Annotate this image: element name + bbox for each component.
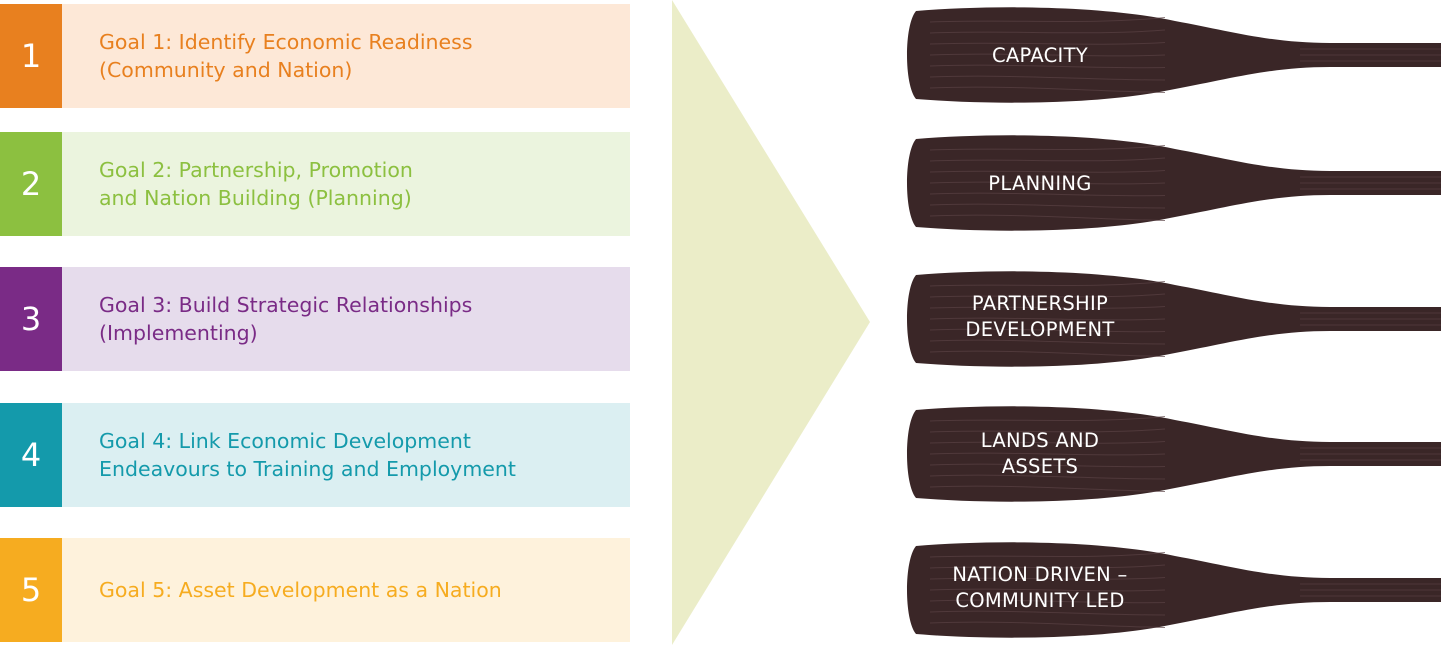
- paddle-grain: [929, 621, 1166, 628]
- paddle-shape: [907, 271, 1441, 367]
- paddle-grain: [929, 170, 1166, 173]
- paddle-grain: [929, 75, 1166, 81]
- paddle-grain: [929, 64, 1166, 69]
- goal-text-5: Goal 5: Asset Development as a Nation: [99, 578, 502, 602]
- paddle-grain: [929, 577, 1166, 580]
- paddle-grain: [929, 293, 1166, 298]
- paddle-planning: [907, 135, 1441, 231]
- paddles-group: [907, 7, 1441, 638]
- goal-3: 3 Goal 3: Build Strategic Relationships …: [0, 267, 630, 371]
- paddle-grain: [929, 485, 1166, 492]
- paddle-grain: [929, 552, 1166, 558]
- paddle-grain: [929, 350, 1166, 357]
- goal-number-2: 2: [0, 132, 62, 236]
- goal-text-1: Goal 1: Identify Economic Readiness (Com…: [99, 30, 473, 82]
- paddle-grain: [929, 599, 1166, 604]
- goal-2: 2 Goal 2: Partnership, Promotion and Nat…: [0, 132, 630, 236]
- paddle-grain: [929, 610, 1166, 616]
- paddle-label-capacity: CAPACITY: [991, 44, 1089, 67]
- paddle-grain: [929, 281, 1166, 287]
- paddle-grain: [929, 564, 1166, 569]
- paddle-grain: [929, 145, 1166, 151]
- paddle-shape: [907, 406, 1441, 502]
- paddle-grain: [929, 339, 1166, 345]
- paddle-grain: [929, 17, 1166, 23]
- paddle-grain: [929, 203, 1166, 209]
- paddle-label-lands: LANDS AND ASSETS: [980, 429, 1100, 478]
- goal-number-3: 3: [0, 267, 62, 371]
- paddle-capacity: [907, 7, 1441, 103]
- paddle-grain: [929, 328, 1166, 333]
- paddle-grain: [929, 416, 1166, 422]
- goal-text-4: Goal 4: Link Economic Development Endeav…: [99, 429, 516, 481]
- paddle-grain: [929, 53, 1166, 57]
- paddle-grain: [929, 463, 1166, 468]
- goal-text-3: Goal 3: Build Strategic Relationships (I…: [99, 293, 473, 345]
- paddle-grain: [929, 86, 1166, 93]
- paddle-shape: [907, 7, 1441, 103]
- paddle-grain: [929, 317, 1166, 321]
- paddle-grain: [929, 588, 1166, 592]
- paddle-grain: [929, 441, 1166, 444]
- goal-number-4: 4: [0, 403, 62, 507]
- paddle-grain: [929, 192, 1166, 197]
- paddle-label-planning: PLANNING: [988, 172, 1092, 195]
- paddle-grain: [929, 306, 1166, 309]
- paddle-grain: [929, 42, 1166, 45]
- paddle-grain: [929, 214, 1166, 221]
- paddle-grain: [929, 474, 1166, 480]
- paddle-grain: [929, 29, 1166, 34]
- goal-4: 4 Goal 4: Link Economic Development Ende…: [0, 403, 630, 507]
- paddle-shape: [907, 135, 1441, 231]
- paddle-label-partnership: PARTNERSHIP DEVELOPMENT: [965, 292, 1115, 341]
- paddle-nation: [907, 542, 1441, 638]
- arrow-polygon: [672, 0, 870, 645]
- goal-number-5: 5: [0, 538, 62, 642]
- paddle-label-nation: NATION DRIVEN – COMMUNITY LED: [952, 563, 1128, 612]
- goal-number-1: 1: [0, 4, 62, 108]
- paddle-grain: [929, 452, 1166, 456]
- goal-1: 1 Goal 1: Identify Economic Readiness (C…: [0, 4, 630, 108]
- paddle-shape: [907, 542, 1441, 638]
- goal-text-2: Goal 2: Partnership, Promotion and Natio…: [99, 158, 413, 210]
- paddle-grain: [929, 157, 1166, 162]
- paddle-grain: [929, 181, 1166, 185]
- paddle-lands: [907, 406, 1441, 502]
- paddle-partnership: [907, 271, 1441, 367]
- paddle-grain: [929, 428, 1166, 433]
- goal-5: 5 Goal 5: Asset Development as a Nation: [0, 538, 630, 642]
